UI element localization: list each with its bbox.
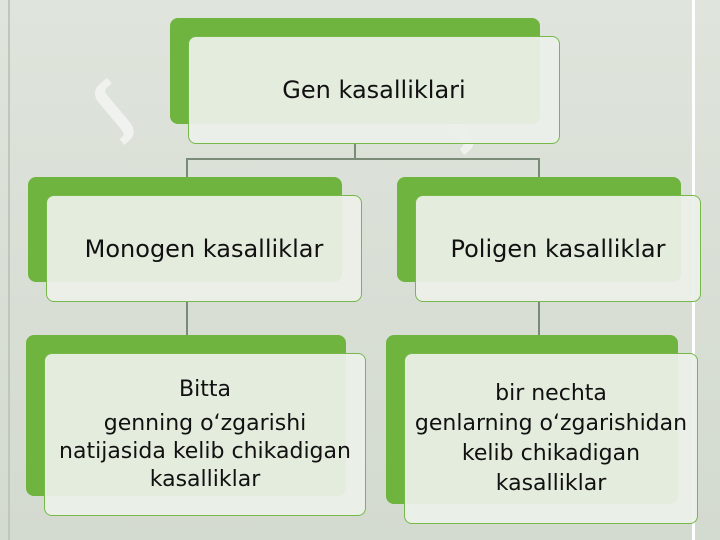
monogen-description-node: Bitta genning o‘zgarishi natijasida keli… [26, 335, 366, 516]
poligen-node-box: Poligen kasalliklar [415, 195, 701, 302]
root-node-label: Gen kasalliklari [282, 76, 466, 104]
poligen-node: Poligen kasalliklar [397, 177, 701, 302]
connector-horizontal [186, 158, 539, 160]
left-edge-stripe [8, 0, 10, 540]
monogen-node-box: Monogen kasalliklar [46, 195, 362, 302]
monogen-description-line1: Bitta [179, 376, 231, 402]
poligen-description-line1: bir nechta [495, 380, 607, 406]
root-node-box: Gen kasalliklari [188, 36, 560, 144]
monogen-description-box: Bitta genning o‘zgarishi natijasida keli… [44, 353, 366, 516]
poligen-description-node: bir nechta genlarning o‘zgarishidan keli… [386, 335, 698, 524]
poligen-description-box: bir nechta genlarning o‘zgarishidan keli… [404, 353, 698, 524]
monogen-node-label: Monogen kasalliklar [84, 234, 324, 263]
connector-to-right [538, 158, 540, 180]
poligen-node-label: Poligen kasalliklar [450, 234, 666, 263]
root-node: Gen kasalliklari [170, 18, 560, 144]
connector-right-down [538, 301, 540, 335]
monogen-description-line2: genning o‘zgarishi natijasida kelib chik… [59, 410, 351, 492]
monogen-node: Monogen kasalliklar [28, 177, 362, 302]
poligen-description-line2: genlarning o‘zgarishidan kelib chikadiga… [414, 410, 688, 496]
connector-root-down [354, 143, 356, 159]
connector-left-down [186, 301, 188, 335]
connector-to-left [186, 158, 188, 180]
